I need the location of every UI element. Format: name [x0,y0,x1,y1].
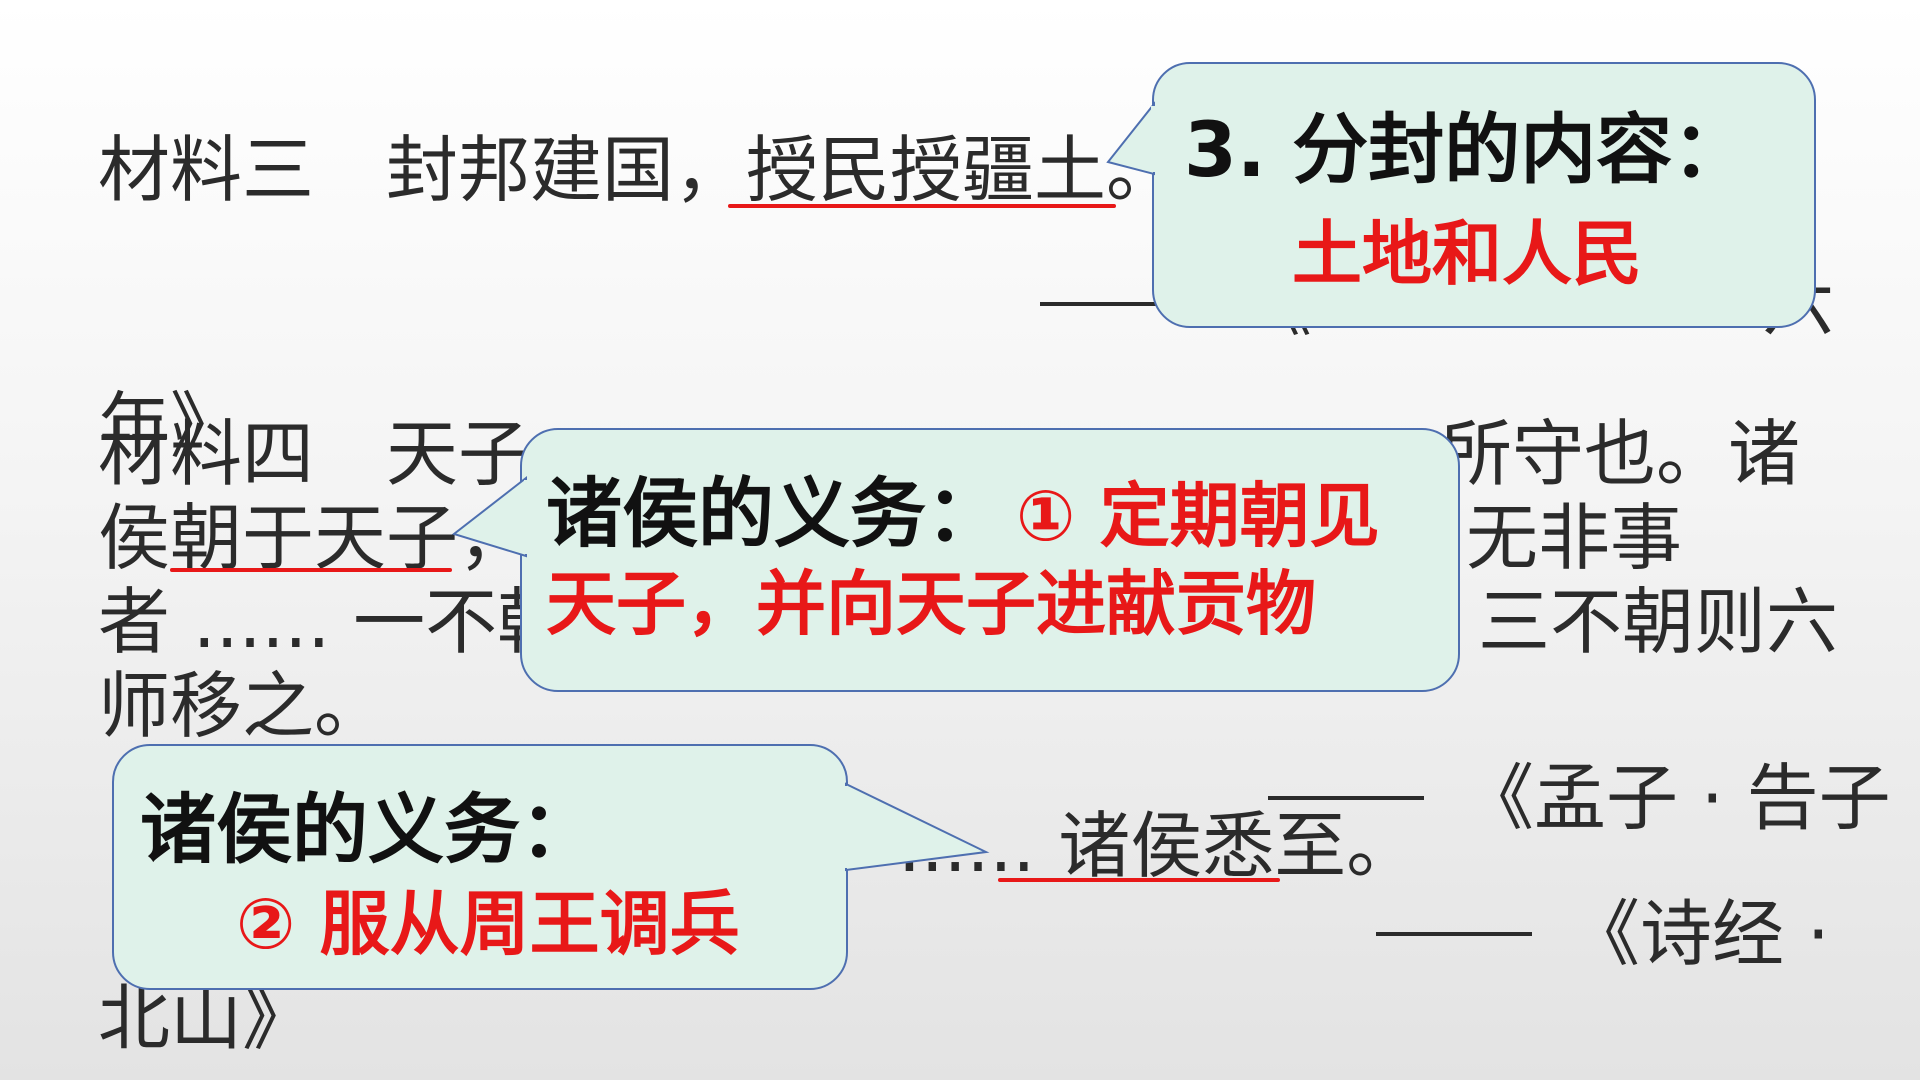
material-5-source-end: 北山》 [98,976,315,1060]
material-5-underlined-text: 诸侯悉至 [1058,804,1347,888]
red-underline-2 [170,568,452,572]
callout-3-answer: ② 服从周王调兵 [236,883,740,965]
callout-2: 诸侯的义务： ① 定期朝见 天子，并向天子进献贡物 [520,428,1460,692]
material-5-source: 《诗经 · [1568,892,1830,976]
material-4-underlined-text: 朝于天子 [170,496,459,580]
material-4-line-1b: 所守也。诸 [1440,412,1801,496]
callout-3-title: 诸侯的义务： [140,785,596,874]
source-dash-1 [1040,302,1160,306]
material-4-line-1a: 材料四 天子 [98,412,531,496]
material-4-line-3b: 三不朝则六 [1478,580,1839,664]
callout-2-answer-line-2: 天子，并向天子进献贡物 [546,563,1316,645]
material-4-line-3a: 者 ...... 一不朝 [98,580,570,664]
callout-2-title: 诸侯的义务： [546,469,1002,558]
material-4-line-2d: 无非事 [1466,496,1683,580]
material-4-source: 《孟子 · 告子 [1462,756,1891,840]
material-5-line: ...... 诸侯悉至。 [898,804,1419,888]
callout-2-answer-line-1: ① 定期朝见 [1016,475,1380,557]
material-3-underlined-text: 授民授疆土 [746,128,1107,212]
red-underline-3 [998,878,1280,882]
red-underline-1 [728,204,1116,208]
material-3-source-end: 年》 [98,384,243,468]
material-3-label: 材料三 封邦建国， [98,128,747,212]
callout-1: 3. 分封的内容： 土地和人民 [1152,62,1816,328]
source-dash-2 [1268,796,1424,800]
callout-2-circled-number: ① [1016,475,1076,557]
material-3-line: 材料三 封邦建国，授民授疆土。 [98,128,1179,212]
callout-1-answer: 土地和人民 [1292,213,1642,295]
callout-1-title: 3. 分封的内容： [1184,105,1749,194]
callout-3: 诸侯的义务： ② 服从周王调兵 [112,744,848,990]
material-4-line-4: 师移之。 [98,664,387,748]
source-dash-3 [1376,932,1532,936]
